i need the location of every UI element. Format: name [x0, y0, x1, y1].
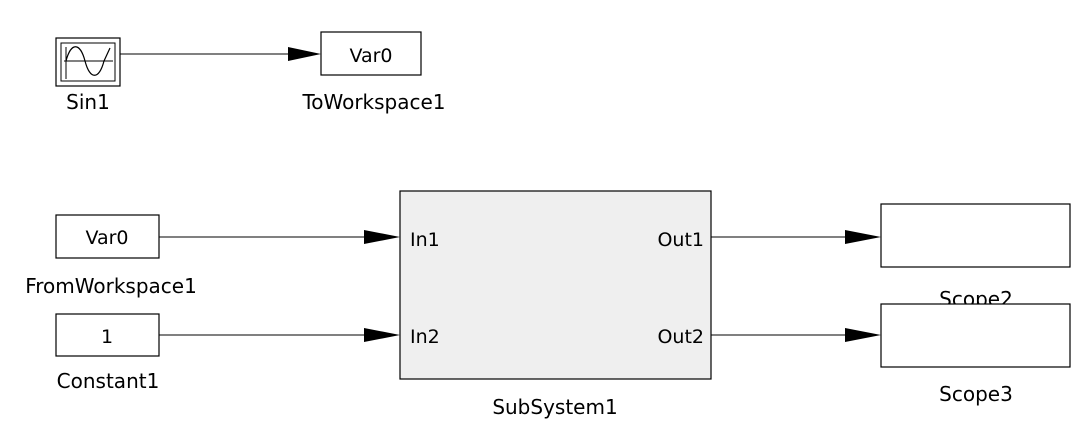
- wire-out2-to-scope3[interactable]: [711, 328, 881, 342]
- subsystem1-port-out2: Out2: [657, 326, 704, 348]
- arrow-head: [364, 230, 400, 244]
- subsystem1-label: SubSystem1: [492, 395, 617, 419]
- subsystem1-port-out1: Out1: [657, 229, 704, 251]
- scope2-body[interactable]: [880, 203, 1071, 268]
- from-workspace1-label: FromWorkspace1: [25, 274, 197, 298]
- constant1-block[interactable]: 1: [55, 313, 160, 357]
- from-workspace1-value: Var0: [85, 227, 128, 249]
- constant1-label: Constant1: [57, 369, 160, 393]
- wire-from-workspace1-to-in1[interactable]: [159, 230, 400, 244]
- to-workspace1-value: Var0: [349, 45, 392, 67]
- wire-sin1-to-workspace1[interactable]: [120, 47, 321, 61]
- sin1-inner-frame: [60, 42, 116, 82]
- scope2-block[interactable]: [880, 203, 1071, 268]
- to-workspace1-block[interactable]: Var0: [320, 31, 422, 76]
- to-workspace1-label: ToWorkspace1: [301, 90, 445, 114]
- arrow-head: [288, 47, 321, 61]
- scope3-body[interactable]: [880, 303, 1071, 368]
- sin1-block[interactable]: [55, 37, 121, 87]
- wire-out1-to-scope2[interactable]: [711, 230, 881, 244]
- scope3-block[interactable]: [880, 303, 1071, 368]
- subsystem1-port-in1: In1: [410, 229, 440, 251]
- constant1-value: 1: [101, 326, 113, 348]
- subsystem1-port-in2: In2: [410, 326, 440, 348]
- sine-wave-icon: [64, 46, 113, 79]
- arrow-head: [364, 328, 400, 342]
- subsystem1-body[interactable]: [399, 190, 712, 380]
- sin1-label: Sin1: [66, 90, 110, 114]
- sin1-body[interactable]: [55, 37, 121, 87]
- scope3-label: Scope3: [939, 382, 1013, 406]
- subsystem1-block[interactable]: In1 In2 Out1 Out2: [399, 190, 712, 380]
- arrow-head: [845, 230, 881, 244]
- wire-constant1-to-in2[interactable]: [159, 328, 400, 342]
- from-workspace1-block[interactable]: Var0: [55, 214, 160, 259]
- to-workspace1-body[interactable]: [320, 31, 422, 76]
- arrow-head: [845, 328, 881, 342]
